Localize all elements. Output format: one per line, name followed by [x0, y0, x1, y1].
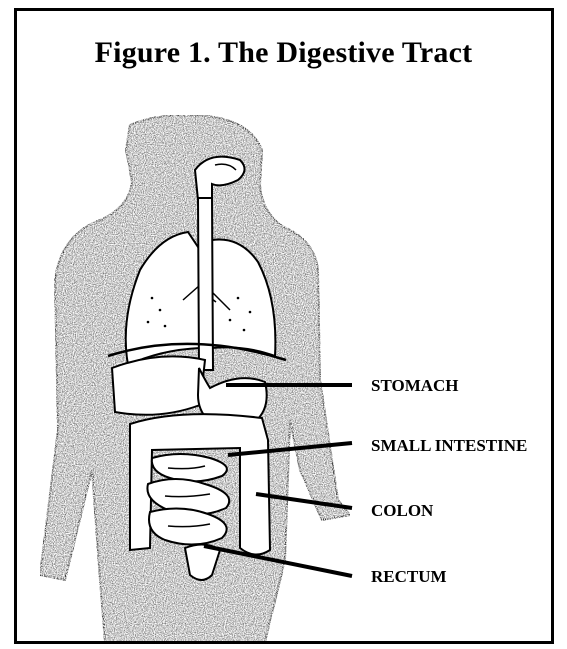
small-intestine-organ — [147, 454, 229, 545]
label-colon: COLON — [371, 501, 434, 520]
liver — [112, 356, 205, 414]
label-small-intestine: SMALL INTESTINE — [371, 436, 527, 455]
label-rectum: RECTUM — [371, 567, 447, 586]
label-stomach: STOMACH — [371, 376, 459, 395]
